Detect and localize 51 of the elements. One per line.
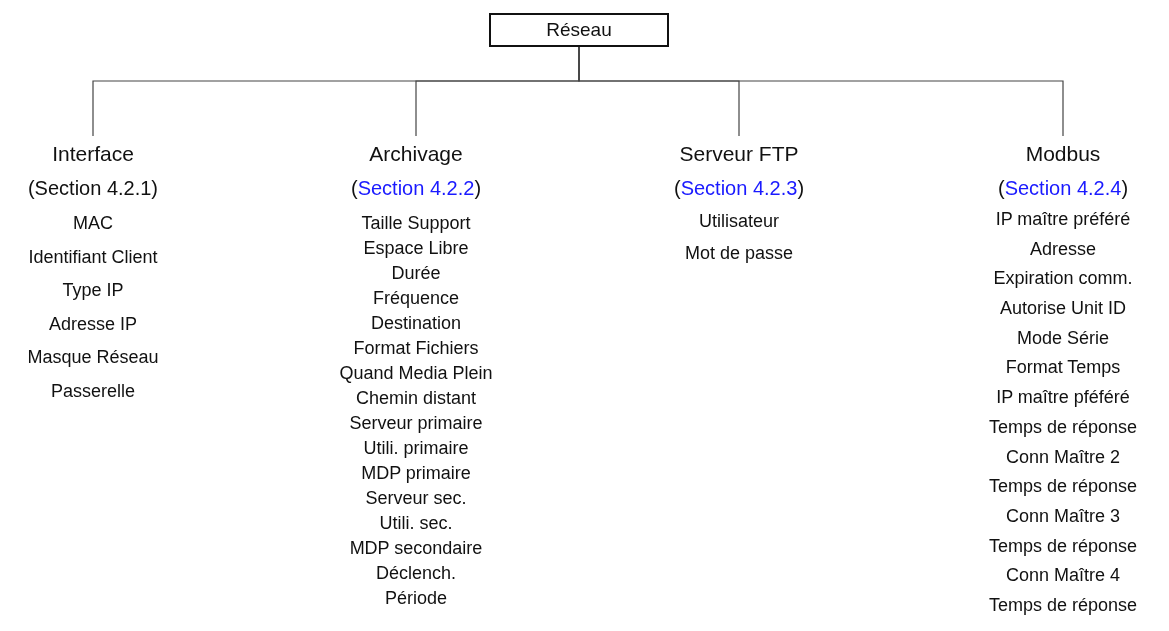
column-heading: Interface	[52, 142, 134, 165]
menu-item: Taille Support	[361, 213, 471, 233]
menu-item: Type IP	[62, 280, 124, 300]
menu-item: Format Fichiers	[353, 338, 479, 358]
menu-item: MDP secondaire	[349, 538, 483, 558]
menu-item: Temps de réponse	[988, 535, 1138, 556]
section-link: Section 4.2.4	[1004, 177, 1122, 199]
menu-item: Utili. primaire	[363, 438, 469, 458]
menu-item: MDP primaire	[361, 463, 471, 483]
section-reference: (Section 4.2.3)	[673, 177, 805, 199]
menu-item: IP maître préféré	[995, 209, 1131, 229]
menu-item: Utili. sec.	[379, 513, 453, 533]
menu-item: Serveur primaire	[349, 413, 483, 433]
column-heading: Serveur FTP	[679, 142, 799, 165]
root-box: Réseau	[489, 13, 669, 47]
menu-item: Passerelle	[50, 380, 135, 401]
menu-item: Chemin distant	[355, 388, 477, 408]
column-heading: Archivage	[369, 142, 463, 165]
menu-item: Format Temps	[1005, 357, 1121, 378]
menu-item: Identifiant Client	[28, 246, 158, 267]
section-reference: (Section 4.2.4)	[997, 177, 1129, 199]
menu-item: Conn Maître 3	[1005, 505, 1121, 526]
menu-item: Temps de réponse	[988, 594, 1138, 615]
menu-item: MAC	[73, 213, 113, 233]
menu-item: Mot de passe	[684, 243, 794, 263]
menu-item: Expiration comm.	[993, 268, 1133, 289]
menu-item: Quand Media Plein	[339, 363, 493, 383]
menu-item: Masque Réseau	[27, 347, 159, 367]
section-link: Section 4.2.3	[680, 177, 798, 199]
menu-item: Conn Maître 2	[1005, 446, 1121, 467]
section-link: Section 4.2.2	[357, 177, 475, 199]
menu-item: Période	[384, 588, 447, 608]
menu-item: Mode Série	[1016, 327, 1110, 348]
menu-item: Utilisateur	[699, 211, 779, 231]
menu-item: IP maître pféféré	[996, 387, 1130, 408]
menu-item: Adresse IP	[48, 313, 137, 334]
menu-item: Autorise Unit ID	[999, 298, 1126, 319]
menu-item: Adresse	[1029, 238, 1096, 259]
menu-item: Temps de réponse	[988, 476, 1138, 497]
menu-item: Déclench.	[375, 563, 456, 583]
section-reference: (Section 4.2.1)	[27, 177, 159, 199]
menu-item: Destination	[370, 313, 462, 333]
column-heading: Modbus	[1025, 142, 1101, 165]
menu-item: Temps de réponse	[988, 416, 1138, 437]
tree-connector	[578, 46, 1064, 137]
menu-item: Conn Maître 4	[1005, 565, 1121, 586]
section-reference: (Section 4.2.2)	[350, 177, 482, 199]
menu-item: Serveur sec.	[365, 488, 467, 508]
menu-item: Espace Libre	[363, 238, 469, 258]
menu-item: Durée	[391, 263, 441, 283]
menu-item: Fréquence	[372, 288, 460, 308]
